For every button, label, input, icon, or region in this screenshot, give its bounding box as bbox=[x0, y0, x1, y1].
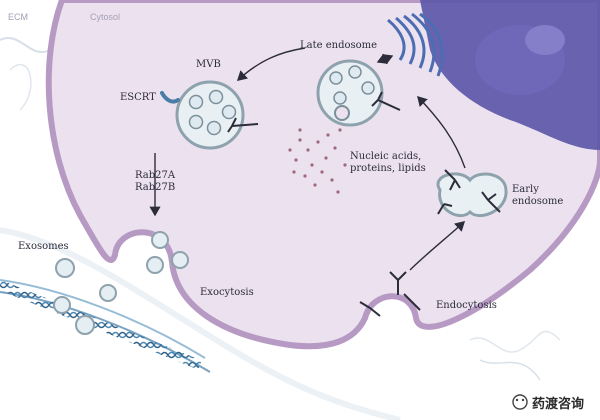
early-endosome bbox=[436, 169, 508, 218]
label-late-endosome: Late endosome bbox=[300, 40, 377, 51]
late-endosome bbox=[316, 59, 401, 127]
arrow-early-to-late bbox=[417, 95, 466, 169]
label-ecm: ECM bbox=[8, 12, 28, 22]
nucleic-acid-particles bbox=[288, 128, 347, 194]
nucleus bbox=[420, 0, 600, 150]
pathway-arrows bbox=[149, 47, 466, 271]
label-exosomes: Exosomes bbox=[18, 241, 69, 252]
watermark-text: 药渡咨询 bbox=[532, 396, 584, 412]
membrane-receptors bbox=[359, 271, 421, 317]
label-rab27a: Rab27A bbox=[135, 170, 176, 181]
watermark: 药渡咨询 bbox=[512, 394, 584, 412]
label-endosome: endosome bbox=[512, 196, 563, 207]
label-exocytosis: Exocytosis bbox=[200, 287, 254, 298]
arrow-endo-to-early bbox=[409, 221, 466, 271]
label-nucleic-acids: Nucleic acids, bbox=[350, 151, 421, 162]
label-endocytosis: Endocytosis bbox=[436, 300, 497, 311]
arrow-golgi-to-late bbox=[376, 53, 393, 64]
label-cytosol: Cytosol bbox=[90, 12, 120, 22]
label-mvb: MVB bbox=[196, 59, 221, 70]
golgi-apparatus bbox=[387, 12, 444, 77]
arrow-late-to-mvb bbox=[236, 47, 306, 81]
label-proteins-lipids: proteins, lipids bbox=[350, 163, 426, 174]
ecm-helix-fiber-2 bbox=[0, 291, 211, 373]
exosome-vesicles bbox=[53, 231, 189, 335]
label-early: Early bbox=[512, 184, 539, 195]
label-escrt: ESCRT bbox=[120, 92, 156, 103]
label-rab27b: Rab27B bbox=[135, 182, 175, 193]
mvb bbox=[175, 80, 259, 150]
escrt-icon bbox=[160, 91, 180, 104]
